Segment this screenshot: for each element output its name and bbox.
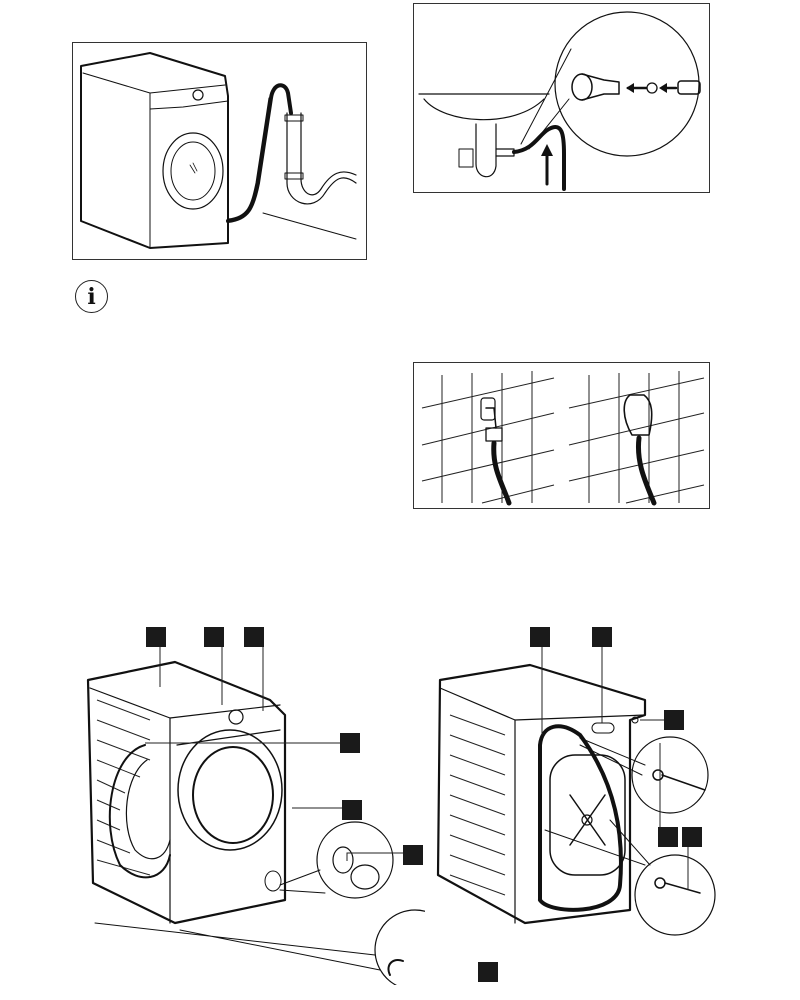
callout-label-front-5 [342,800,362,820]
callout-label-front-6 [403,845,423,865]
callout-label-rear-4 [658,827,678,847]
wall-taps-illustration [421,371,705,506]
figure-drain-hose-standpipe [72,42,367,260]
info-icon: i [75,280,108,313]
figure-front-view-labeled [85,625,425,985]
figure-rear-view-labeled [430,625,720,985]
callout-label-rear-3 [664,710,684,730]
callout-label-rear-2 [592,627,612,647]
callout-label-rear-1 [530,627,550,647]
callout-label-front-1 [146,627,166,647]
callout-label-front-3 [244,627,264,647]
washing-machine-rear-illustration [436,647,716,936]
washing-machine-standpipe-illustration [80,52,357,249]
figure-water-tap-connections [413,362,710,509]
callout-label-rear-5 [682,827,702,847]
callout-label-front-7 [478,962,498,982]
sink-trap-illustration [418,11,701,191]
callout-label-front-2 [204,627,224,647]
callout-label-front-4 [340,733,360,753]
figure-drain-hose-sink-trap [413,3,710,193]
up-arrow-icon [541,144,553,156]
washing-machine-front-illustration [86,647,425,985]
